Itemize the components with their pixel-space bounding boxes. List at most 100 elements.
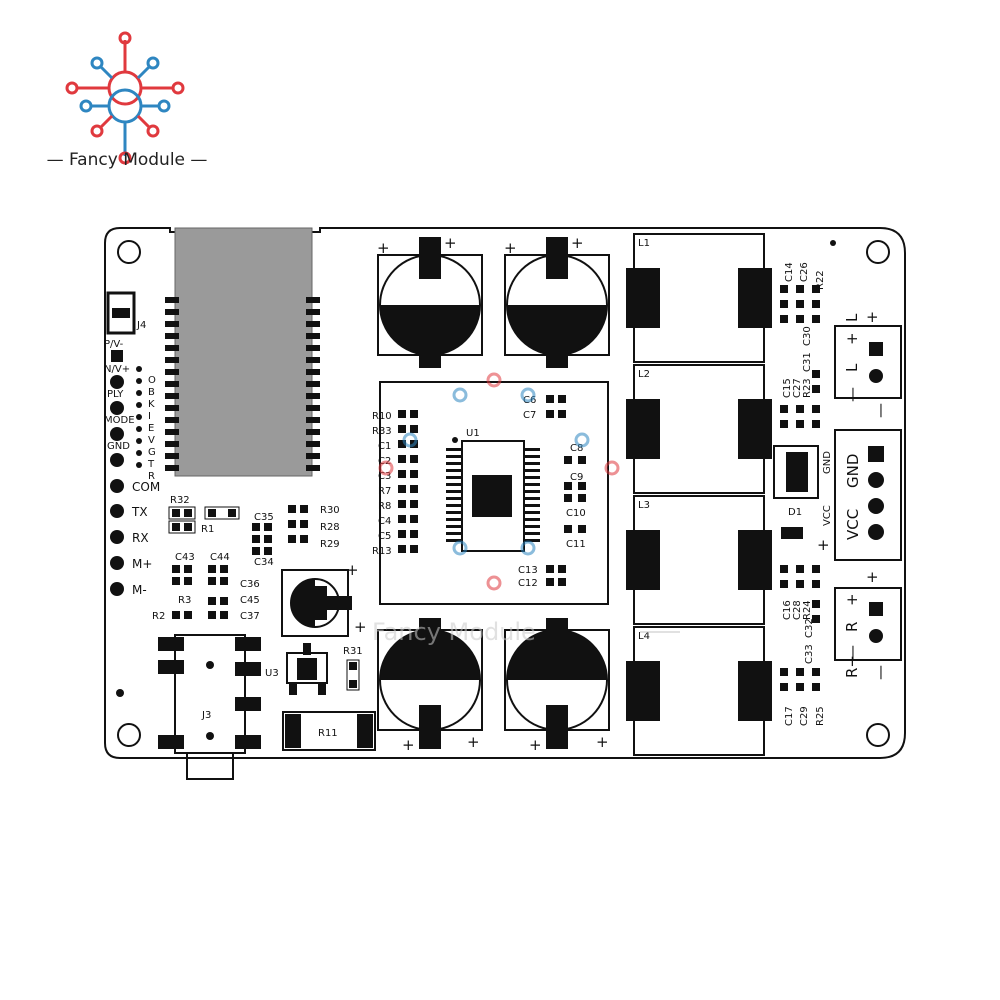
- pin-label: P/V-: [104, 339, 124, 350]
- polarity-plus: +: [346, 561, 359, 579]
- polarity-plus: +: [354, 618, 367, 636]
- label-r23: R23: [802, 378, 813, 398]
- terminal-minus: —: [843, 387, 861, 402]
- label-c27: C27: [792, 378, 803, 398]
- label-j3: J3: [201, 710, 211, 721]
- letter-label: R: [148, 471, 155, 482]
- label-r8: R8: [378, 501, 391, 512]
- polarity-plus: +: [444, 234, 457, 252]
- pin-label: MODE: [104, 415, 135, 426]
- label-r1: R1: [201, 524, 214, 535]
- inductor-l2: L2: [626, 364, 772, 494]
- terminal-right-speaker: — R + + — R−: [834, 568, 902, 680]
- label-c8: C8: [570, 443, 583, 454]
- terminal-plus-outer: +: [866, 308, 879, 326]
- label-r31: R31: [343, 646, 363, 657]
- label-r10: R10: [372, 411, 392, 422]
- letter-label: O: [148, 375, 156, 386]
- u1-amplifier-area: U1: [372, 381, 609, 605]
- electrolytic-capacitor-top-left: + +: [377, 234, 483, 368]
- terminal-r-label: R: [843, 622, 861, 632]
- pin-label-tx: TX: [131, 505, 148, 519]
- label-r32: R32: [170, 495, 190, 506]
- label-c3: C3: [378, 471, 391, 482]
- terminal-plus: +: [843, 332, 861, 345]
- electrolytic-capacitor-bottom-left: + +: [377, 618, 483, 754]
- label-r13: R13: [372, 546, 392, 557]
- label-c9: C9: [570, 472, 583, 483]
- terminal-l-label: L: [843, 363, 861, 372]
- label-c26: C26: [799, 262, 810, 282]
- terminal-left-speaker: — L + + — L: [834, 308, 902, 418]
- label-r2: R2: [152, 611, 165, 622]
- terminal-plus: +: [843, 593, 861, 606]
- polarity-plus: +: [529, 736, 542, 754]
- label-c33: C33: [804, 644, 815, 664]
- letter-label: T: [147, 459, 155, 470]
- j3-audio-jack: J3: [158, 634, 261, 780]
- pin-label-rx: RX: [132, 531, 149, 545]
- label-r25: R25: [815, 706, 826, 726]
- label-u1: U1: [466, 428, 480, 439]
- electrolytic-capacitor-top-right: + +: [504, 234, 610, 368]
- left-header-pins: P/V- N/V+ PLY MODE GND O B K I E V G T R…: [104, 339, 160, 697]
- label-c16: C16: [782, 600, 793, 620]
- label-r28: R28: [320, 522, 340, 533]
- terminal-plus-outer: +: [866, 568, 879, 586]
- letter-label: K: [148, 399, 155, 410]
- polarity-plus: +: [596, 733, 609, 751]
- pin-label-m-minus: M-: [132, 583, 147, 597]
- pin-label: N/V+: [104, 364, 130, 375]
- label-c4: C4: [378, 516, 391, 527]
- label-l3: L3: [638, 500, 650, 511]
- inductor-l3: L3: [626, 495, 772, 625]
- label-c37: C37: [240, 611, 260, 622]
- fancy-module-logo: [65, 31, 185, 165]
- electrolytic-capacitor-bottom-right: + +: [504, 618, 610, 754]
- inductor-l1: L1: [626, 233, 772, 363]
- u3-regulator: U3 R31: [265, 643, 363, 695]
- label-l1: L1: [638, 238, 650, 249]
- letter-label: E: [148, 423, 154, 434]
- label-d1: D1: [788, 507, 802, 518]
- pin-label-com: COM: [132, 480, 160, 494]
- brand-caption: — Fancy Module —: [46, 150, 208, 170]
- polarity-plus: +: [571, 234, 584, 252]
- small-electrolytic-capacitor: + +: [281, 561, 367, 637]
- label-c35: C35: [254, 512, 274, 523]
- label-vcc-small: VCC: [822, 505, 833, 526]
- label-c11: C11: [566, 539, 586, 550]
- terminal-power: GND VCC: [834, 429, 902, 561]
- label-r29: R29: [320, 539, 340, 550]
- label-c45: C45: [240, 595, 260, 606]
- label-c12: C12: [518, 578, 538, 589]
- label-c29: C29: [799, 706, 810, 726]
- mounting-holes: [117, 240, 890, 747]
- label-c31: C31: [802, 352, 813, 372]
- label-r22: R22: [815, 270, 826, 290]
- polarity-plus: +: [402, 736, 415, 754]
- letter-label: I: [148, 411, 151, 422]
- polarity-plus: +: [504, 239, 517, 257]
- terminal-minus-outer: —: [871, 665, 889, 680]
- letter-label: B: [148, 387, 155, 398]
- pin-label-m-plus: M+: [132, 557, 152, 571]
- label-c15: C15: [782, 378, 793, 398]
- label-c5: C5: [378, 531, 391, 542]
- label-c7: C7: [523, 410, 536, 421]
- label-c1: C1: [378, 441, 391, 452]
- label-r11: R11: [318, 728, 338, 739]
- label-c10: C10: [566, 508, 586, 519]
- left-passives: R32 R1 C35 C34 R30 R28 R29 C43 C44: [152, 495, 340, 622]
- label-c34: C34: [254, 557, 274, 568]
- terminal-gnd-label: GND: [844, 454, 862, 488]
- j4-connector: J4: [106, 291, 146, 335]
- terminal-minus-outer: —: [871, 403, 889, 418]
- terminal-minus: —: [843, 645, 861, 660]
- letter-label: G: [148, 447, 156, 458]
- label-j4: J4: [136, 320, 146, 331]
- d1-diode-ic: D1 GND VCC +: [773, 240, 836, 554]
- label-c30: C30: [802, 326, 813, 346]
- pin-label: GND: [107, 441, 130, 452]
